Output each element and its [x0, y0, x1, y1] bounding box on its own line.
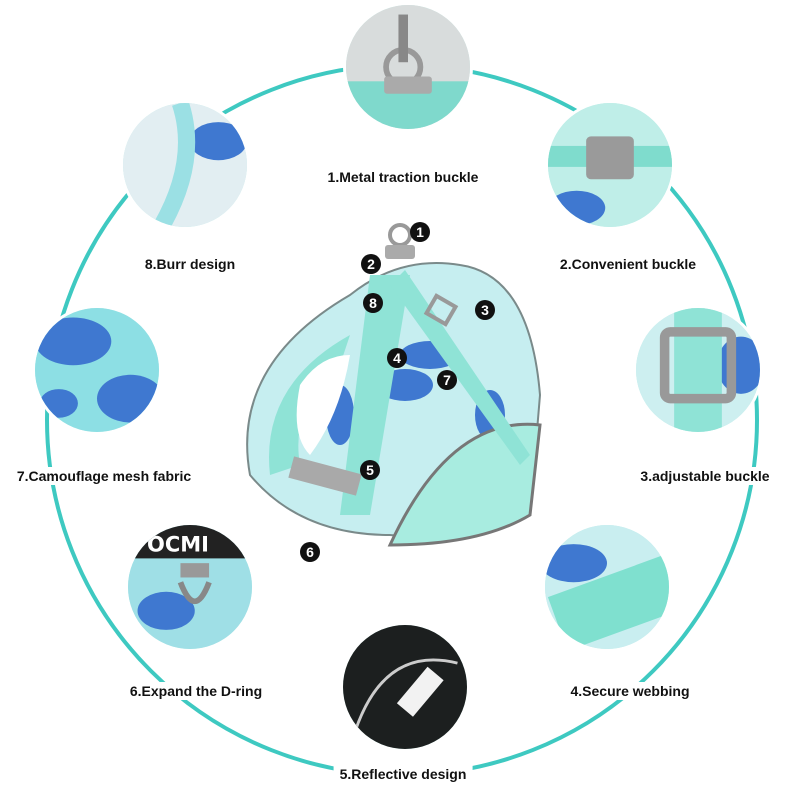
badge-7: 7 — [437, 370, 457, 390]
photo-metal-traction-buckle — [343, 2, 473, 132]
photo-convenient-buckle — [545, 100, 675, 230]
badge-6: 6 — [300, 542, 320, 562]
feature-label-4: 4.Secure webbing — [564, 682, 696, 700]
feature-label-2: 2.Convenient buckle — [553, 255, 703, 273]
badge-4: 4 — [387, 348, 407, 368]
badge-1: 1 — [410, 222, 430, 242]
badge-2: 2 — [361, 254, 381, 274]
photo-adjustable-buckle — [633, 305, 763, 435]
feature-label-5: 5.Reflective design — [333, 765, 473, 783]
photo-burr-design — [120, 100, 250, 230]
logo-fragment: OCMI — [147, 533, 209, 557]
feature-label-8: 8.Burr design — [138, 255, 242, 273]
badge-3: 3 — [475, 300, 495, 320]
feature-label-1: 1.Metal traction buckle — [321, 168, 485, 186]
badge-5: 5 — [360, 460, 380, 480]
feature-label-7: 7.Camouflage mesh fabric — [10, 467, 198, 485]
harness-illustration — [246, 223, 542, 547]
photo-camouflage-mesh — [32, 305, 162, 435]
feature-label-6: 6.Expand the D-ring — [123, 682, 269, 700]
photo-secure-webbing — [542, 522, 672, 652]
feature-label-3: 3.adjustable buckle — [634, 467, 776, 485]
badge-8: 8 — [363, 293, 383, 313]
photo-reflective-design — [340, 622, 470, 752]
